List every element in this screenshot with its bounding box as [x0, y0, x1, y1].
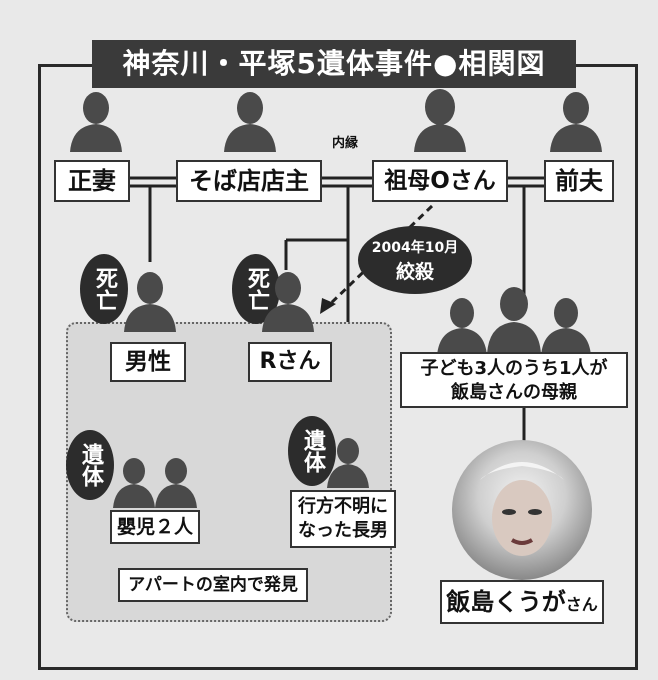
person-silhouette-infant-2: [154, 456, 198, 508]
label-children-line1: 子ども3人のうち1人が: [420, 358, 608, 379]
iijima-photo: [452, 440, 592, 580]
person-silhouette-exhusband: [548, 90, 604, 152]
person-silhouette-male: [122, 270, 178, 332]
iijima-suffix: さん: [565, 595, 598, 614]
person-silhouette-child-3: [540, 296, 592, 356]
incident-bubble: 2004年10月 絞殺: [358, 226, 472, 294]
naien-label: 内縁: [332, 136, 359, 151]
iijima-name: 飯島くうが: [446, 588, 566, 616]
label-missing-son-line2: なった長男: [298, 520, 388, 541]
label-missing-son-line1: 行方不明に: [298, 496, 388, 517]
body-badge-infants: 遺体: [66, 430, 114, 500]
person-silhouette-child-2: [486, 284, 542, 354]
page-title: 神奈川・平塚5遺体事件●相関図: [92, 40, 576, 88]
label-infants: 嬰児２人: [110, 510, 200, 544]
person-silhouette-wife: [68, 90, 124, 152]
person-silhouette-r: [260, 270, 316, 332]
label-found-in-apartment: アパートの室内で発見: [118, 568, 308, 602]
label-soba-owner: そば店店主: [176, 160, 322, 202]
person-silhouette-infant-1: [112, 456, 156, 508]
label-grandmother: 祖母Oさん: [372, 160, 508, 202]
label-iijima: 飯島くうがさん: [440, 580, 604, 624]
label-children-line2: 飯島さんの母親: [451, 382, 577, 403]
label-wife: 正妻: [54, 160, 130, 202]
body-badge-son: 遺体: [288, 416, 336, 486]
person-silhouette-child-1: [436, 296, 488, 356]
incident-method: 絞殺: [395, 260, 434, 283]
incident-date: 2004年10月: [371, 239, 459, 256]
label-exhusband: 前夫: [544, 160, 614, 202]
person-silhouette-son: [326, 436, 370, 488]
label-male: 男性: [110, 342, 186, 382]
label-children: 子ども3人のうち1人が 飯島さんの母親: [400, 352, 628, 408]
person-silhouette-owner: [222, 90, 278, 152]
death-badge-male: 死亡: [80, 254, 128, 324]
label-missing-son: 行方不明に なった長男: [290, 490, 396, 548]
label-r-san: Rさん: [248, 342, 332, 382]
person-silhouette-grandmother: [412, 88, 468, 152]
